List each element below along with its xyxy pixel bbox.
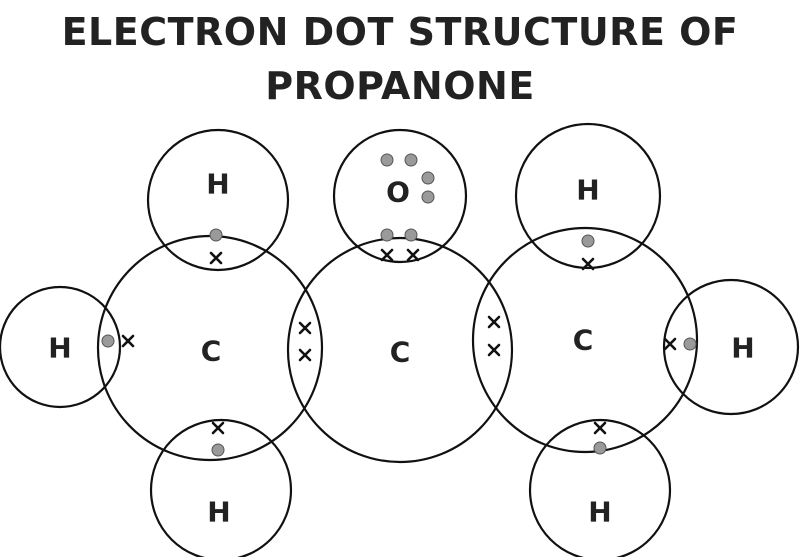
shell-h-top-left	[146, 128, 290, 272]
electron-dot	[421, 171, 435, 185]
label-h-bottom-right: H	[588, 496, 611, 529]
electron-cross	[380, 248, 394, 262]
electron-cross	[209, 251, 223, 265]
electron-dot	[211, 443, 225, 457]
electron-cross	[593, 421, 607, 435]
electron-dot	[209, 228, 223, 242]
electron-dot	[101, 334, 115, 348]
label-h-right: H	[731, 332, 754, 365]
electron-cross	[298, 348, 312, 362]
atom-labels: H O H H C C C H H H	[48, 168, 754, 529]
label-h-top-left: H	[206, 168, 229, 201]
title-line-1: ELECTRON DOT STRUCTURE OF	[61, 10, 739, 54]
shell-c-right	[471, 226, 699, 454]
shell-c-middle	[286, 236, 514, 464]
electron-dot	[593, 441, 607, 455]
electrons	[101, 153, 697, 457]
electron-dot	[380, 228, 394, 242]
electron-dot	[404, 153, 418, 167]
electron-dot	[683, 337, 697, 351]
label-o: O	[386, 176, 410, 209]
atom-shells	[0, 122, 800, 557]
electron-cross	[581, 257, 595, 271]
electron-cross	[487, 315, 501, 329]
shell-h-bottom-left	[149, 418, 293, 557]
electron-cross	[121, 334, 135, 348]
label-h-top-right: H	[576, 174, 599, 207]
title-line-2: PROPANONE	[265, 64, 535, 108]
shell-h-right	[662, 278, 800, 416]
shell-h-left	[0, 285, 122, 409]
label-c-right: C	[573, 324, 594, 357]
electron-dot	[404, 228, 418, 242]
shell-o	[332, 128, 468, 264]
label-h-bottom-left: H	[207, 496, 230, 529]
label-h-left: H	[48, 332, 71, 365]
electron-dot	[421, 190, 435, 204]
shell-h-bottom-right	[528, 418, 672, 557]
electron-dot	[581, 234, 595, 248]
electron-cross	[298, 321, 312, 335]
electron-cross	[663, 337, 677, 351]
shell-h-top-right	[514, 122, 662, 270]
electron-cross	[211, 421, 225, 435]
electron-cross	[406, 248, 420, 262]
label-c-left: C	[201, 335, 222, 368]
electron-dot	[380, 153, 394, 167]
electron-cross	[487, 343, 501, 357]
label-c-middle: C	[390, 336, 411, 369]
